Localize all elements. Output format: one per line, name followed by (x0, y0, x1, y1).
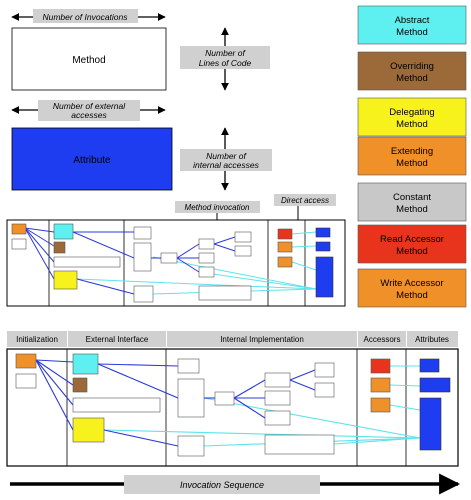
layer-initialization: Initialization (16, 335, 58, 344)
invocations-label: Number of Invocations (42, 12, 128, 22)
layer-internal-implementation: Internal Implementation (220, 335, 304, 344)
legend-write-accessor-method: Write Accessor Method (357, 268, 467, 308)
legend-attribute-metrics: Number of external accesses Attribute Nu… (11, 100, 272, 191)
svg-text:Abstract: Abstract (395, 15, 430, 26)
invocation-sequence: Invocation Sequence (10, 473, 461, 495)
layer-external-interface: External Interface (86, 335, 149, 344)
lg-node-impl-6 (264, 390, 291, 406)
layer-accessors: Accessors (364, 335, 401, 344)
node-write-accessor-1 (277, 241, 293, 253)
lg-node-write-accessor-2 (370, 397, 391, 413)
svg-text:Method: Method (396, 158, 428, 169)
node-delegating (53, 270, 78, 290)
lg-node-impl-3 (177, 435, 205, 457)
node-init-extending (11, 223, 27, 235)
node-impl-9 (234, 245, 252, 257)
node-interface-wide (53, 256, 121, 268)
svg-text:Method: Method (396, 290, 428, 301)
external-label-bg (38, 100, 140, 121)
direct-access-label: Direct access (281, 196, 329, 205)
method-invocation-label: Method invocation (185, 203, 250, 212)
node-overriding (53, 241, 66, 254)
method-box (11, 27, 167, 91)
legend-constant-method: Constant Method (357, 182, 467, 222)
lg-node-init-plain (15, 373, 37, 389)
node-abstract (53, 223, 74, 240)
legend-delegating-method: Delegating Method (357, 97, 467, 137)
method-invocation-label-bg (175, 201, 260, 213)
sequence-label: Invocation Sequence (180, 480, 264, 490)
lg-node-attribute-2 (419, 377, 451, 393)
svg-text:Constant: Constant (393, 192, 431, 203)
lg-node-impl-wide (264, 434, 335, 455)
lg-node-attribute-1 (419, 358, 440, 373)
svg-text:Method: Method (396, 204, 428, 215)
node-impl-1 (133, 226, 152, 240)
node-impl-8 (234, 231, 252, 243)
svg-text:Extending: Extending (391, 146, 433, 157)
node-impl-5 (198, 238, 215, 250)
lg-node-impl-5 (264, 372, 291, 388)
lg-node-init-extending (15, 353, 37, 369)
layer-headers: Initialization External Interface Intern… (7, 331, 458, 347)
lg-node-impl-1 (177, 358, 200, 374)
node-attribute-3 (315, 256, 334, 298)
node-init-plain (11, 238, 27, 250)
lg-node-delegating (72, 417, 105, 443)
layer-attributes: Attributes (415, 335, 449, 344)
svg-text:Method: Method (396, 73, 428, 84)
node-impl-6 (198, 252, 215, 264)
lg-node-read-accessor (370, 358, 391, 374)
svg-text:Method: Method (396, 119, 428, 130)
node-write-accessor-2 (277, 256, 293, 268)
svg-text:Read Accessor: Read Accessor (380, 234, 444, 245)
internal-label-1: Number of (206, 151, 247, 161)
legend-abstract-method: Abstract Method (357, 5, 467, 45)
lg-node-impl-9 (314, 382, 335, 398)
node-impl-wide (198, 285, 252, 301)
attribute-label: Attribute (73, 155, 111, 166)
lg-node-overriding (72, 377, 88, 393)
lg-node-impl-7 (264, 410, 291, 426)
lg-node-interface-wide (72, 397, 161, 413)
internal-label-2: internal accesses (193, 160, 259, 170)
lg-node-write-accessor-1 (370, 377, 391, 393)
node-attribute-2 (315, 241, 331, 252)
lg-node-impl-8 (314, 362, 335, 378)
external-label-2: accesses (71, 110, 107, 120)
legend-method-metrics: Number of Invocations Method Number of L… (11, 9, 270, 91)
attribute-box (11, 127, 173, 191)
lg-node-abstract (72, 353, 99, 375)
node-impl-4 (160, 252, 178, 264)
node-impl-3 (133, 285, 154, 303)
loc-label-1: Number of (205, 48, 246, 58)
svg-text:Overriding: Overriding (390, 61, 434, 72)
svg-text:Delegating: Delegating (389, 107, 434, 118)
external-label-1: Number of external (53, 101, 126, 111)
method-type-legend: Abstract Method Overriding Method Delega… (357, 5, 467, 308)
loc-label-2: Lines of Code (199, 58, 252, 68)
lg-node-attribute-3 (419, 397, 442, 451)
internal-label-bg (180, 149, 272, 171)
direct-access-label-bg (274, 194, 336, 206)
small-blueprint: Method invocation Direct access (6, 194, 346, 307)
sequence-label-bg (124, 475, 320, 494)
svg-text:Write Accessor: Write Accessor (380, 278, 443, 289)
large-blueprint: Initialization External Interface Intern… (6, 331, 459, 467)
node-impl-2 (133, 242, 152, 272)
svg-text:Method: Method (396, 27, 428, 38)
node-attribute-1 (315, 227, 331, 238)
loc-label-bg (180, 46, 270, 69)
lg-node-impl-4 (214, 391, 235, 406)
method-label: Method (72, 55, 105, 66)
legend-extending-method: Extending Method (357, 136, 467, 176)
node-impl-7 (198, 266, 215, 278)
node-read-accessor (277, 228, 293, 240)
legend-overriding-method: Overriding Method (357, 51, 467, 91)
svg-text:Method: Method (396, 246, 428, 257)
lg-node-impl-2 (177, 378, 205, 418)
invocations-label-bg (33, 9, 138, 23)
legend-read-accessor-method: Read Accessor Method (357, 224, 467, 264)
